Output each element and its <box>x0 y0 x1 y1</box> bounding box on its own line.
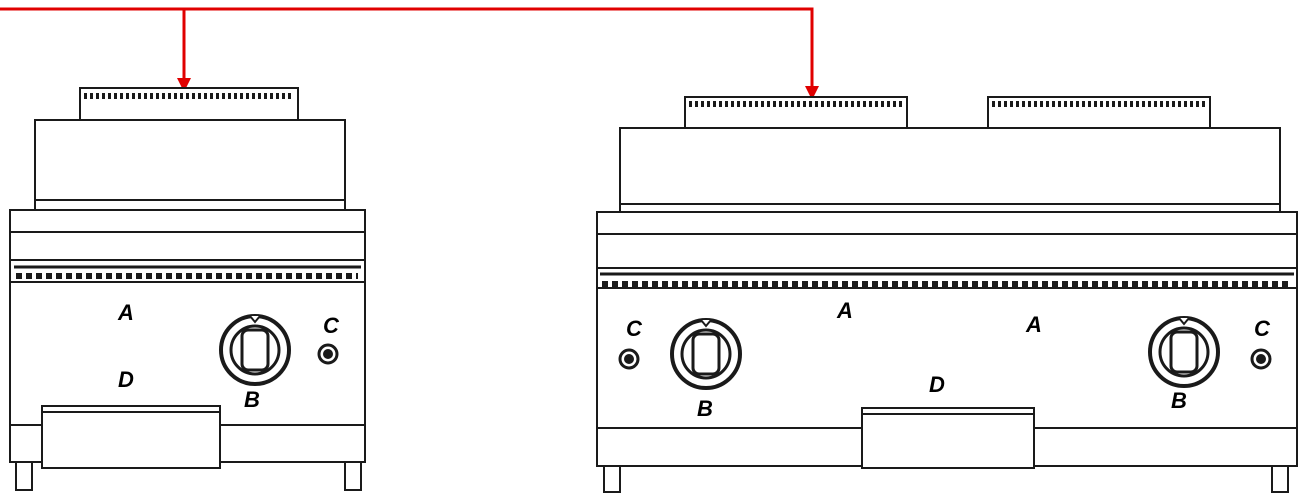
foot <box>15 461 33 491</box>
splash-guard <box>619 127 1281 205</box>
foot <box>1271 465 1289 493</box>
callout-d-left: D <box>118 367 134 392</box>
arrow-head-left <box>177 78 191 92</box>
callout-b-center: B <box>697 396 713 421</box>
grill-grate <box>79 87 299 121</box>
callout-b-right: B <box>1171 388 1187 413</box>
callout-a-left: A <box>118 300 134 325</box>
callout-a-center: A <box>837 298 853 323</box>
arrow-head-right <box>805 86 819 100</box>
double-griddle-unit <box>596 96 1298 493</box>
top-tray <box>596 211 1298 235</box>
grill-grate <box>684 96 908 130</box>
foot <box>344 461 362 491</box>
callout-b-left: B <box>244 387 260 412</box>
drip-drawer <box>861 407 1035 469</box>
top-tray <box>9 209 366 233</box>
callout-c-right: C <box>1254 316 1270 341</box>
single-griddle-unit <box>9 87 366 491</box>
callout-c-left: C <box>323 313 339 338</box>
foot <box>603 465 621 493</box>
splash-guard <box>34 119 346 201</box>
arrow-connector <box>0 7 814 88</box>
callout-c-center: C <box>626 316 642 341</box>
callout-a-right: A <box>1026 312 1042 337</box>
grill-grate <box>987 96 1211 130</box>
drip-drawer <box>41 405 221 469</box>
callout-d-right: D <box>929 372 945 397</box>
